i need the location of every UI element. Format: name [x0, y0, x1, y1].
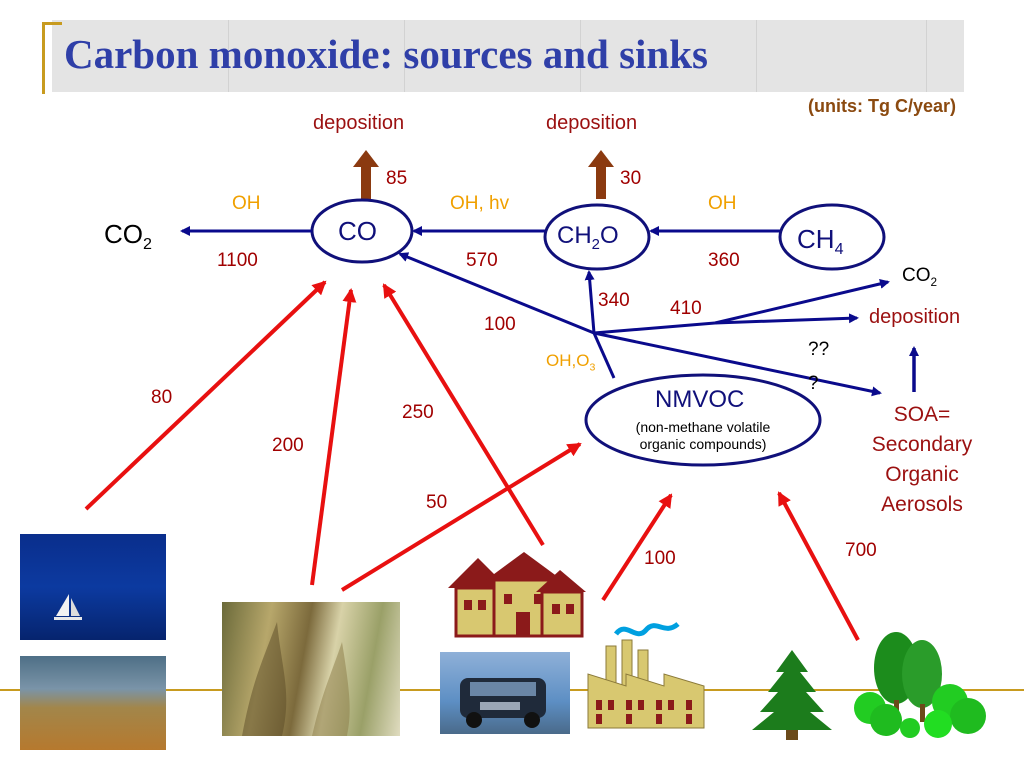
source-arrow-ocean — [84, 280, 327, 511]
value-1100: 1100 — [217, 250, 258, 271]
car-photo — [440, 652, 570, 734]
source-arrow-vegetation-to-nmvoc — [777, 491, 860, 641]
source-arrow-industry-to-nmvoc — [601, 493, 673, 602]
arrow-hub-to-ch2o — [584, 270, 596, 334]
value-80: 80 — [151, 387, 173, 408]
soa-label: SOA= Secondary Organic Aerosols — [871, 403, 973, 516]
value-200: 200 — [272, 435, 304, 456]
nmvoc-node — [584, 373, 822, 467]
line-nmvoc-to-hub — [592, 332, 616, 379]
value-100-nmvoc-to-co: 100 — [484, 314, 516, 335]
deposition-arrow-co — [353, 150, 379, 199]
oh-label-2: OH — [708, 193, 737, 214]
value-570: 570 — [466, 250, 498, 271]
value-340: 340 — [598, 290, 630, 311]
ch4-node-label: CH4 — [797, 224, 844, 259]
fire-photo — [222, 602, 400, 736]
arrow-hub-to-co — [398, 252, 595, 335]
nmvoc-description: (non-methane volatile organic compounds) — [635, 419, 771, 452]
value-250: 250 — [402, 402, 434, 423]
value-85: 85 — [386, 168, 408, 189]
arrow-hub-to-soa — [593, 331, 882, 397]
source-arrow-houses-to-co — [382, 283, 545, 547]
deposition-ch2o-label: deposition — [546, 112, 638, 134]
unknown-mark-1: ?? — [808, 339, 830, 360]
deposition-right-label: deposition — [869, 306, 961, 328]
pine-tree-icon — [752, 650, 832, 740]
co-node-label: CO — [338, 216, 377, 246]
value-410: 410 — [670, 298, 702, 319]
line-hub-to-branch — [593, 321, 716, 335]
value-50: 50 — [426, 492, 448, 513]
units-label: (units: Tg C/year) — [807, 96, 956, 116]
source-arrow-fire-to-nmvoc — [340, 442, 582, 592]
value-360: 360 — [708, 250, 740, 271]
deposition-arrow-ch2o — [588, 150, 614, 199]
ch2o-node-label: CH2O — [557, 222, 619, 253]
arrow-branch-to-deposition — [714, 313, 859, 325]
title-accent-bar — [42, 22, 45, 94]
arrow-branch-to-co2 — [714, 278, 890, 325]
field-photo — [20, 656, 166, 750]
ch4-node — [778, 203, 886, 271]
value-100-industry: 100 — [644, 548, 676, 569]
deciduous-trees-icon — [854, 632, 986, 738]
value-30: 30 — [620, 168, 642, 189]
title-accent-bar-top — [42, 22, 62, 25]
source-arrow-fire-to-co — [310, 288, 357, 586]
sailboat-photo — [20, 534, 166, 640]
title-band — [52, 20, 964, 92]
oh-hv-label: OH, hv — [450, 193, 510, 214]
co2-product-right: CO2 — [902, 265, 938, 289]
value-700: 700 — [845, 540, 877, 561]
page-title: Carbon monoxide: sources and sinks — [64, 31, 708, 77]
deposition-co-label: deposition — [313, 112, 405, 134]
houses-icon — [448, 552, 586, 638]
unknown-mark-2: ? — [808, 373, 819, 394]
factory-icon — [587, 621, 705, 729]
oh-label-1: OH — [232, 193, 261, 214]
ch2o-node — [543, 203, 651, 271]
nmvoc-node-label: NMVOC — [655, 386, 745, 413]
oh-o3-label: OH,O3 — [546, 351, 596, 374]
co2-product-left: CO2 — [104, 219, 152, 254]
